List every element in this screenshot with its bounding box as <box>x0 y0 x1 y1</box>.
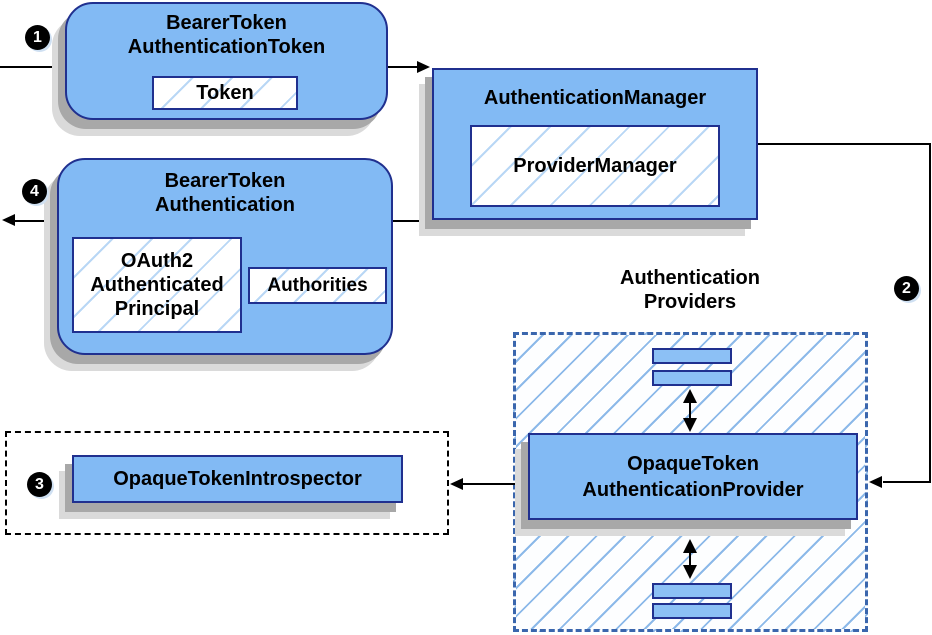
node-title-line2: AuthenticationProvider <box>582 479 804 501</box>
connector-incoming-request <box>0 66 65 68</box>
token-box: Token <box>152 76 298 110</box>
provider-bar-top-2 <box>652 370 732 386</box>
provider-bar-top-1 <box>652 348 732 364</box>
node-title-line1: BearerToken <box>166 12 287 34</box>
principal-line1: OAuth2 <box>120 250 194 272</box>
node-bearer-token-authentication: BearerToken Authentication OAuth2 Authen… <box>57 158 393 355</box>
arrowhead-into-manager-icon <box>417 61 430 73</box>
node-opaque-token-introspector: OpaqueTokenIntrospector <box>72 455 403 503</box>
node-title: AuthenticationManager <box>483 87 707 109</box>
node-title-line1: BearerToken <box>164 170 286 192</box>
node-title-line1: OpaqueToken <box>627 453 759 475</box>
oauth2-authenticated-principal-box: OAuth2 Authenticated Principal <box>72 237 242 333</box>
double-arrow-bottom-down-icon <box>683 565 697 579</box>
connector-into-provider <box>883 481 931 483</box>
double-arrow-bottom-shaft <box>689 551 691 567</box>
node-title-line2: Authentication <box>155 194 295 216</box>
double-arrow-top-up-icon <box>683 389 697 403</box>
badge-step-3: 3 <box>27 472 52 497</box>
connector-manager-to-authentication <box>393 220 432 222</box>
authentication-providers-label: Authentication Providers <box>570 266 810 314</box>
group-label-line1: Authentication <box>620 267 760 289</box>
connector-token-to-manager <box>388 66 418 68</box>
group-label-line2: Providers <box>643 291 737 313</box>
provider-manager-box: ProviderManager <box>470 125 720 207</box>
connector-manager-right <box>758 143 931 145</box>
arrowhead-authentication-out-icon <box>2 214 15 226</box>
provider-bar-bottom-1 <box>652 583 732 599</box>
connector-provider-to-introspector <box>463 483 528 485</box>
principal-line3: Principal <box>114 298 200 320</box>
node-title-line2: AuthenticationToken <box>127 36 326 58</box>
provider-bar-bottom-2 <box>652 603 732 619</box>
node-bearer-token-authentication-token: BearerToken AuthenticationToken Token <box>65 2 388 120</box>
double-arrow-bottom-up-icon <box>683 539 697 553</box>
node-authentication-manager: AuthenticationManager ProviderManager <box>432 68 758 220</box>
arrowhead-into-provider-icon <box>869 476 882 488</box>
double-arrow-top-shaft <box>689 401 691 420</box>
arrowhead-into-introspector-icon <box>450 478 463 490</box>
connector-right-vertical <box>929 143 931 483</box>
principal-line2: Authenticated <box>90 274 224 296</box>
badge-step-2: 2 <box>894 276 919 301</box>
authorities-box: Authorities <box>248 267 387 304</box>
node-opaque-token-authentication-provider: OpaqueToken AuthenticationProvider <box>528 433 858 520</box>
double-arrow-top-down-icon <box>683 418 697 432</box>
badge-step-4: 4 <box>22 179 47 204</box>
badge-step-1: 1 <box>25 25 50 50</box>
connector-authentication-out <box>15 220 57 222</box>
